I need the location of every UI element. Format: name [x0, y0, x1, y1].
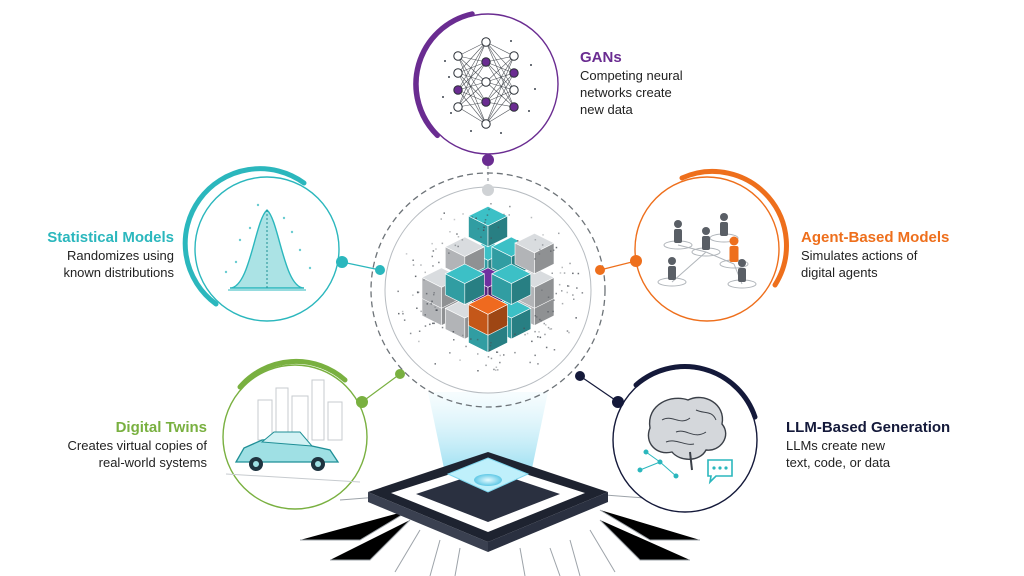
label-digital-twins: Digital Twins Creates virtual copies of …	[12, 418, 207, 471]
brain-icon	[647, 396, 727, 471]
agent-description: Simulates actions of digital agents	[801, 248, 918, 280]
llm-accent-arc	[633, 364, 758, 420]
circuit-traces	[300, 494, 700, 576]
twins-title: Digital Twins	[115, 419, 207, 436]
gans-title: GANs	[580, 49, 622, 66]
bell-curve-icon	[224, 203, 312, 291]
node-llm	[575, 364, 758, 513]
car-icon	[234, 431, 340, 471]
node-gans	[413, 11, 559, 166]
twins-accent-arc	[237, 358, 348, 390]
agents-icon	[657, 213, 757, 289]
llm-title: LLM-Based Generation	[786, 419, 951, 436]
connectors	[341, 160, 637, 403]
statistical-description: Randomizes using known distributions	[63, 248, 174, 280]
gans-accent-arc	[413, 11, 475, 139]
label-llm: LLM-Based Generation LLMs create new tex…	[786, 418, 986, 471]
gans-description: Competing neural networks create new dat…	[580, 68, 683, 117]
twins-description: Creates virtual copies of real-world sys…	[67, 438, 207, 470]
processor-chip-icon	[368, 452, 608, 552]
node-statistical	[182, 166, 385, 322]
label-statistical: Statistical Models Randomizes using know…	[12, 228, 174, 281]
label-gans: GANs Competing neural networks create ne…	[580, 48, 730, 118]
data-cube-cluster	[397, 203, 584, 372]
statistical-title: Statistical Models	[47, 229, 174, 246]
statistical-accent-arc	[182, 166, 307, 307]
agent-title: Agent-Based Models	[801, 229, 950, 246]
city-skyline-icon	[257, 379, 343, 441]
neural-network-icon	[442, 37, 536, 134]
node-digital-twins	[222, 358, 405, 510]
label-agent-based: Agent-Based Models Simulates actions of …	[801, 228, 1001, 281]
light-beam	[428, 392, 548, 478]
node-agent-based	[595, 169, 789, 322]
chat-bubble-icon	[707, 459, 733, 485]
llm-description: LLMs create new text, code, or data	[786, 438, 891, 470]
agent-accent-arc	[679, 169, 789, 288]
